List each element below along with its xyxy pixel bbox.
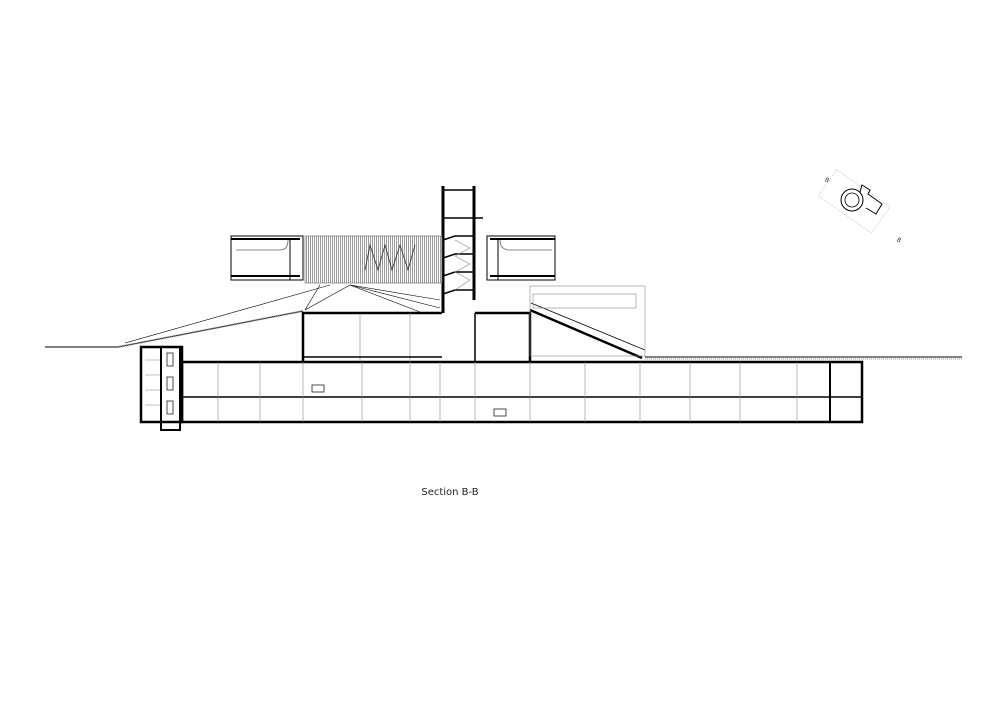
suspended-mesh <box>304 235 443 284</box>
ground-line <box>45 310 962 360</box>
key-plan-cut-label-end: B <box>895 236 902 244</box>
central-hall <box>301 311 532 362</box>
basement <box>139 345 864 431</box>
key-plan: B B <box>817 169 902 244</box>
cables <box>124 284 441 344</box>
left-cantilever-balcony <box>230 235 304 281</box>
right-cantilever-balcony <box>486 235 556 281</box>
key-plan-cut-label-start: B <box>823 176 830 184</box>
ramp <box>529 285 646 360</box>
tower <box>441 186 483 313</box>
drawing-caption: Section B-B <box>421 487 479 498</box>
